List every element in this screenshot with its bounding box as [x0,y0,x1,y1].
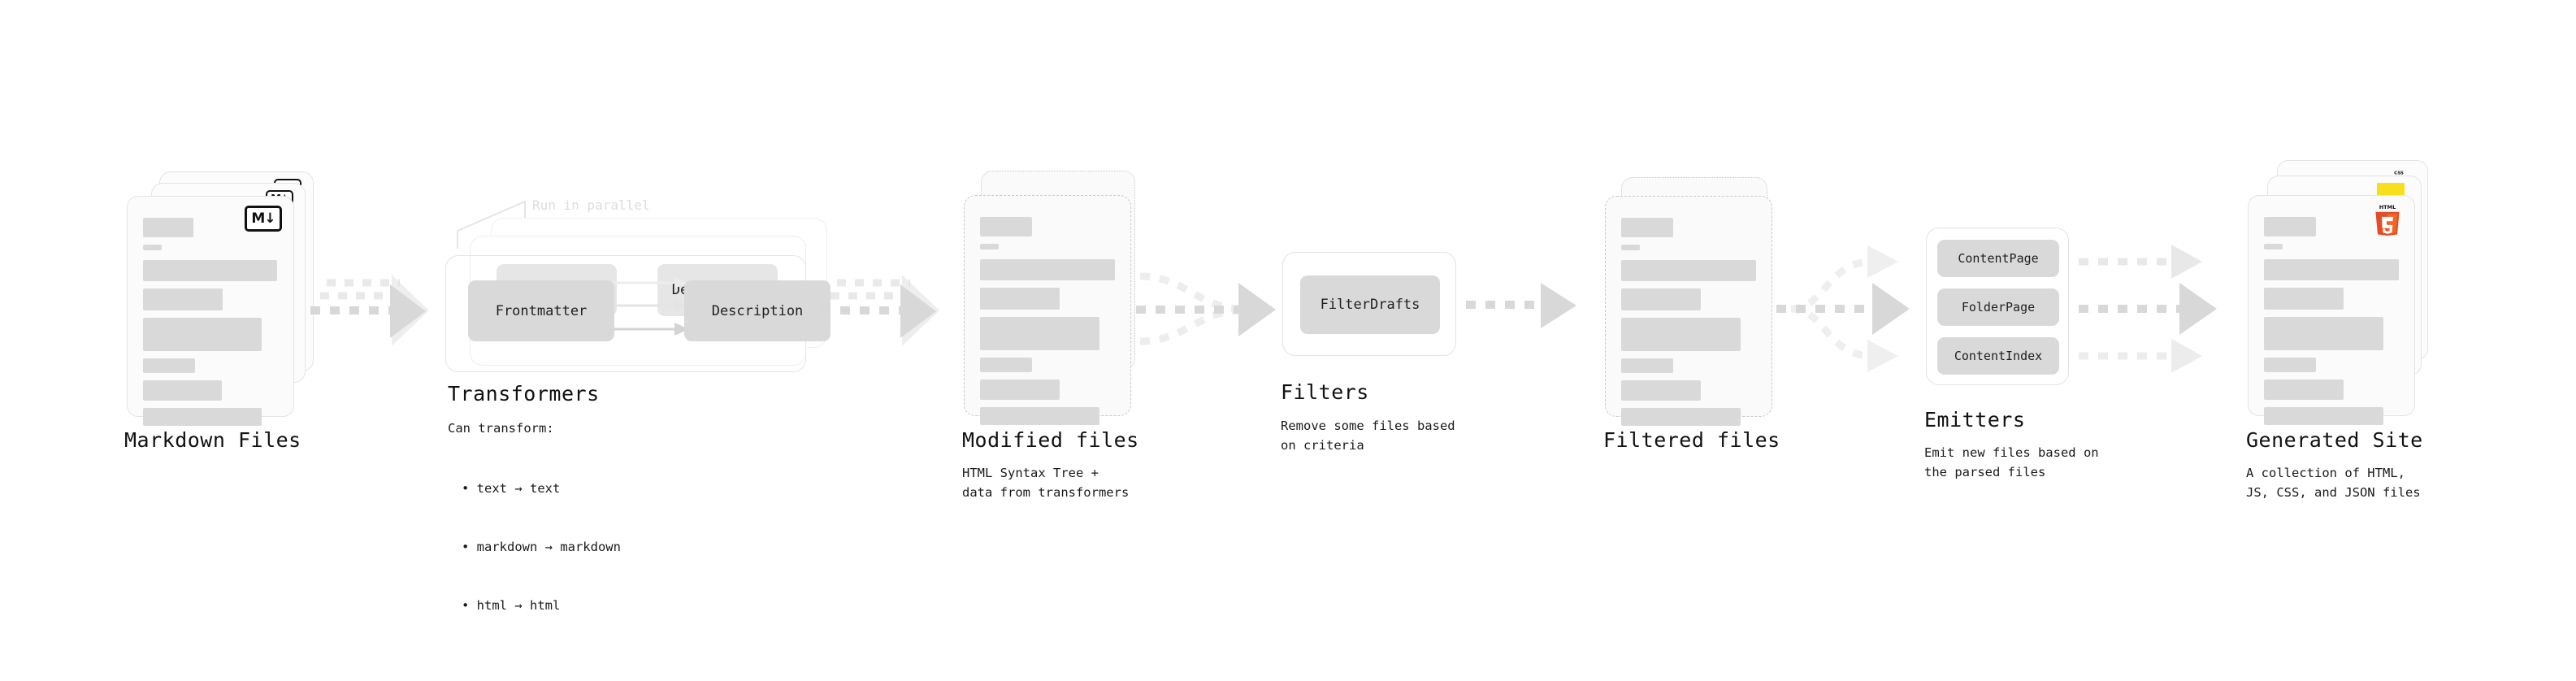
content-bar [980,317,1099,350]
run-in-parallel-note: Run in parallel [532,197,650,213]
markdown-icon: M↓ [245,206,282,232]
content-bar [980,358,1032,372]
file-content-placeholder [143,218,278,433]
connector-modified-to-filters [1136,245,1290,375]
bullet-item: • markdown → markdown [462,540,621,555]
content-bar [143,260,277,281]
chip-folderpage[interactable]: FolderPage [1937,288,2059,326]
file-content-placeholder [980,217,1115,432]
svg-text:CSS: CSS [2394,171,2404,176]
connector-filters-to-filtered [1463,283,1585,332]
content-bar [2264,380,2344,400]
content-bar [2264,317,2383,350]
chip-contentpage[interactable]: ContentPage [1937,240,2059,277]
emitters-container[interactable]: ContentPage FolderPage ContentIndex [1926,228,2069,385]
content-bar [1621,288,1701,310]
stage-description: HTML Syntax Tree + data from transformer… [962,466,1130,501]
page-title: Modified files [962,428,1139,452]
bullet-item: • html → html [462,598,561,614]
connector-filtered-to-emitters [1776,228,1931,390]
content-bar [143,358,195,373]
content-bar [980,244,999,249]
content-bar [1621,318,1741,351]
stage-description: A collection of HTML, JS, CSS, and JSON … [2246,466,2421,501]
content-bar [143,245,162,250]
page-title: Emitters [1924,408,2026,432]
filtered-file-card-front[interactable] [1605,196,1772,426]
stage-description: Remove some files based on criteria [1281,419,1455,453]
content-bar [980,259,1115,280]
js-icon [2377,183,2405,197]
page-title: Markdown Files [124,428,301,452]
html5-icon: HTML [2375,204,2400,236]
content-bar [2264,358,2316,372]
chip-frontmatter[interactable]: Frontmatter [468,280,614,341]
site-file-card-html[interactable]: HTML [2248,195,2415,425]
run-in-parallel-bracket [457,201,526,249]
markdown-file-card-front[interactable]: M↓ [127,196,294,426]
content-bar [143,288,223,310]
bullet-item: • text → text [462,481,561,497]
content-bar [980,217,1032,236]
transformer-inner-arrows [609,277,689,336]
connector-emitters-to-site [2077,228,2256,390]
svg-text:HTML: HTML [2379,204,2396,210]
page-title: Generated Site [2246,428,2423,452]
content-bar [2264,217,2316,236]
content-bar [1621,408,1741,426]
content-bar [1621,260,1756,281]
content-bar [143,380,222,401]
filters-container[interactable]: FilterDrafts [1282,252,1456,356]
connector-md-to-transformers [302,268,432,349]
stage-description: Emit new files based on the parsed files [1924,445,2099,480]
content-bar [2264,407,2383,425]
content-bar [143,218,193,237]
page-title: Filtered files [1603,428,1780,452]
connector-transformers-to-modified [813,268,943,349]
page-title: Transformers [448,382,600,406]
chip-description[interactable]: Description [684,280,830,341]
content-bar [980,380,1060,400]
content-bar [1621,380,1701,401]
content-bar [1621,245,1640,250]
content-bar [980,288,1060,310]
content-bar [1621,358,1673,373]
content-bar [980,407,1099,425]
transformers-bullets: • text → text • markdown → markdown • ht… [462,440,621,654]
file-content-placeholder [1621,218,1756,433]
modified-file-card-front[interactable] [964,195,1131,425]
content-bar [143,408,262,426]
content-bar [2264,244,2283,249]
chip-contentindex[interactable]: ContentIndex [1937,337,2059,375]
content-bar [1621,218,1673,237]
content-bar [143,318,262,351]
transformers-description-heading: Can transform: [448,421,554,436]
content-bar [2264,288,2344,310]
file-content-placeholder [2264,217,2399,432]
chip-filterdrafts[interactable]: FilterDrafts [1300,275,1440,334]
content-bar [2264,259,2399,280]
page-title: Filters [1281,380,1369,404]
